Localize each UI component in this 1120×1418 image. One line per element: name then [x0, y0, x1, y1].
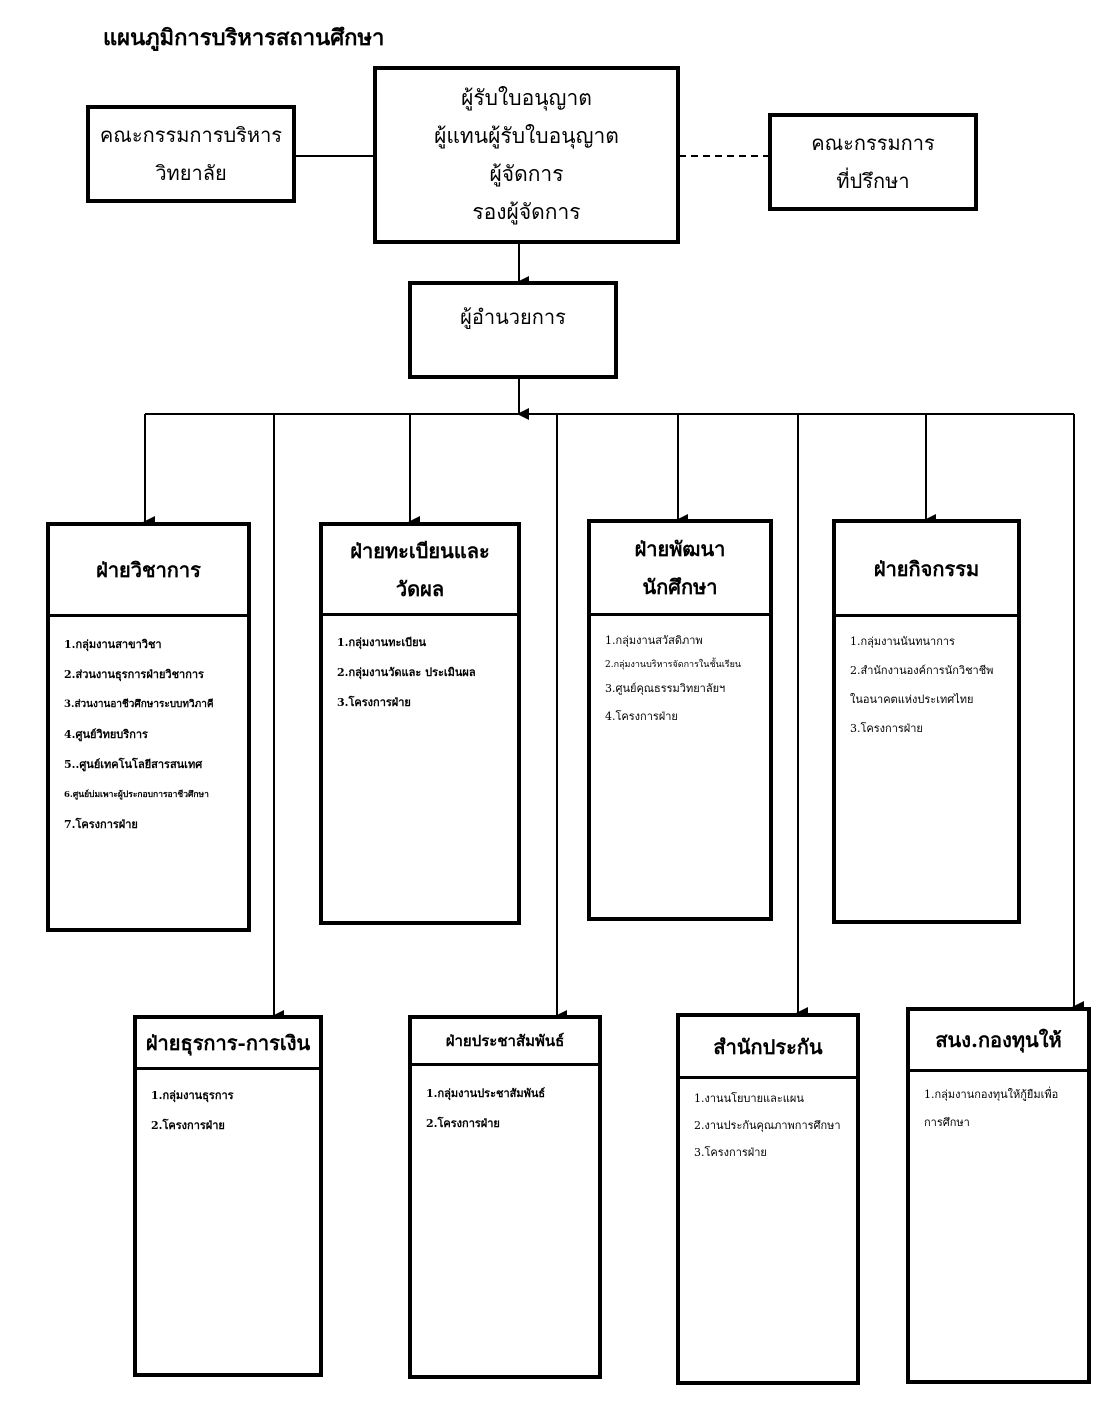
dept-public-relations-list: 1.กลุ่มงานประชาสัมพันธ์ 2.โครงการฝ่าย [426, 1079, 590, 1139]
dept-student-development-list: 1.กลุ่มงานสวัสดิภาพ 2.กลุ่มงานบริหารจัดก… [605, 627, 761, 731]
dept-quality-assurance-title-1: สำนักประกัน [713, 1034, 823, 1059]
dept-registration-list: 1.กลุ่มงานทะเบียน 2.กลุ่มงานวัดและ ประเม… [337, 628, 509, 718]
list-item: 3.โครงการฝ่าย [694, 1146, 767, 1159]
dept-admin-finance-title: ฝ่ายธุรการ-การเงิน [137, 1019, 319, 1070]
page-title: แผนภูมิการบริหารสถานศึกษา [103, 25, 385, 51]
director-box: ผู้อำนวยการ [408, 281, 618, 379]
dept-admin-finance: ฝ่ายธุรการ-การเงิน 1.กลุ่มงานธุรการ 2.โค… [133, 1015, 323, 1377]
dept-student-development-title: ฝ่ายพัฒนา นักศึกษา [591, 523, 769, 616]
list-item: การศึกษา [924, 1116, 970, 1129]
advisory-board-box: คณะกรรมการ ที่ปรึกษา [768, 113, 978, 211]
list-item: 2.โครงการฝ่าย [151, 1119, 225, 1132]
list-item: 2.โครงการฝ่าย [426, 1117, 500, 1130]
dept-quality-assurance-title: สำนักประกัน [680, 1017, 856, 1079]
dept-activities-title-1: ฝ่ายกิจกรรม [873, 556, 980, 581]
dept-academic-title: ฝ่ายวิชาการ [50, 526, 247, 617]
dept-admin-finance-list: 1.กลุ่มงานธุรการ 2.โครงการฝ่าย [151, 1081, 311, 1141]
board-line-1: คณะกรรมการบริหาร [99, 123, 283, 147]
dept-admin-finance-title-1: ฝ่ายธุรการ-การเงิน [145, 1031, 311, 1055]
list-item: 2.สำนักงานองค์การนักวิชาชีพ [850, 664, 994, 677]
dept-academic-title-1: ฝ่ายวิชาการ [96, 558, 201, 582]
list-item: 2.กลุ่มงานบริหารจัดการในชั้นเรียน [605, 660, 742, 670]
list-item: 3.ส่วนงานอาชีวศึกษาระบบทวิภาคี [64, 699, 214, 710]
list-item: 1.กลุ่มงานสวัสดิภาพ [605, 634, 703, 647]
dept-quality-assurance: สำนักประกัน 1.งานนโยบายและแผน 2.งานประกั… [676, 1013, 860, 1385]
dept-public-relations-title: ฝ่ายประชาสัมพันธ์ [412, 1019, 598, 1066]
list-item: 3.โครงการฝ่าย [337, 696, 411, 709]
list-item: 4.โครงการฝ่าย [605, 710, 678, 723]
list-item: 3.ศูนย์คุณธรรมวิทยาลัยฯ [605, 682, 726, 695]
dept-student-development-title-1: ฝ่ายพัฒนา [634, 537, 726, 561]
dept-student-loan-fund: สนง.กองทุนให้ 1.กลุ่มงานกองทุนให้กู้ยืมเ… [906, 1007, 1091, 1384]
list-item: 1.กลุ่มงานกองทุนให้กู้ยืมเพื่อ [924, 1088, 1059, 1101]
dept-activities-title: ฝ่ายกิจกรรม [836, 523, 1017, 617]
list-item: ในอนาคตแห่งประเทศไทย [850, 693, 974, 706]
advisory-line-1: คณะกรรมการ [811, 131, 935, 155]
list-item: 6.ศูนย์บ่มเพาะผู้ประกอบการอาชีวศึกษา [64, 790, 209, 800]
list-item: 1.กลุ่มงานประชาสัมพันธ์ [426, 1087, 546, 1100]
dept-public-relations: ฝ่ายประชาสัมพันธ์ 1.กลุ่มงานประชาสัมพันธ… [408, 1015, 602, 1379]
license-holder-box: ผู้รับใบอนุญาต ผู้แทนผู้รับใบอนุญาต ผู้จ… [373, 66, 680, 244]
dept-quality-assurance-list: 1.งานนโยบายและแผน 2.งานประกันคุณภาพการศึ… [694, 1085, 848, 1166]
list-item: 7.โครงการฝ่าย [64, 818, 138, 831]
list-item: 1.งานนโยบายและแผน [694, 1092, 804, 1105]
list-item: 2.ส่วนงานธุรการฝ่ายวิชาการ [64, 668, 204, 681]
management-board-box: คณะกรรมการบริหาร วิทยาลัย [86, 105, 296, 203]
dept-academic: ฝ่ายวิชาการ 1.กลุ่มงานสาขาวิชา 2.ส่วนงาน… [46, 522, 251, 932]
dept-student-development: ฝ่ายพัฒนา นักศึกษา 1.กลุ่มงานสวัสดิภาพ 2… [587, 519, 773, 921]
dept-student-loan-fund-title-1: สนง.กองทุนให้ [935, 1028, 1062, 1052]
dept-student-development-title-2: นักศึกษา [642, 575, 718, 599]
dept-student-loan-fund-list: 1.กลุ่มงานกองทุนให้กู้ยืมเพื่อ การศึกษา [924, 1081, 1079, 1137]
license-line-4: รองผู้จัดการ [472, 200, 581, 224]
dept-registration-title: ฝ่ายทะเบียนและ วัดผล [323, 526, 517, 616]
list-item: 3.โครงการฝ่าย [850, 722, 923, 735]
dept-registration-title-2: วัดผล [395, 576, 445, 601]
list-item: 4.ศูนย์วิทยบริการ [64, 728, 148, 741]
list-item: 1.กลุ่มงานธุรการ [151, 1089, 234, 1102]
dept-registration: ฝ่ายทะเบียนและ วัดผล 1.กลุ่มงานทะเบียน 2… [319, 522, 521, 925]
board-line-2: วิทยาลัย [155, 161, 227, 185]
dept-registration-title-1: ฝ่ายทะเบียนและ [350, 538, 490, 563]
dept-activities: ฝ่ายกิจกรรม 1.กลุ่มงานนันทนาการ 2.สำนักง… [832, 519, 1021, 924]
list-item: 1.กลุ่มงานทะเบียน [337, 636, 427, 649]
list-item: 1.กลุ่มงานนันทนาการ [850, 635, 955, 648]
list-item: 2.กลุ่มงานวัดและ ประเมินผล [337, 666, 476, 679]
advisory-line-2: ที่ปรึกษา [836, 169, 910, 193]
dept-student-loan-fund-title: สนง.กองทุนให้ [910, 1011, 1087, 1072]
license-line-3: ผู้จัดการ [489, 162, 564, 186]
list-item: 2.งานประกันคุณภาพการศึกษา [694, 1119, 841, 1132]
license-line-1: ผู้รับใบอนุญาต [461, 86, 592, 110]
director-label: ผู้อำนวยการ [460, 305, 566, 329]
dept-academic-list: 1.กลุ่มงานสาขาวิชา 2.ส่วนงานธุรการฝ่ายวิ… [64, 630, 239, 840]
list-item: 5..ศูนย์เทคโนโลยีสารสนเทศ [64, 758, 203, 771]
dept-public-relations-title-1: ฝ่ายประชาสัมพันธ์ [445, 1032, 565, 1050]
dept-activities-list: 1.กลุ่มงานนันทนาการ 2.สำนักงานองค์การนัก… [850, 627, 1009, 743]
list-item: 1.กลุ่มงานสาขาวิชา [64, 638, 162, 651]
license-line-2: ผู้แทนผู้รับใบอนุญาต [434, 124, 619, 148]
